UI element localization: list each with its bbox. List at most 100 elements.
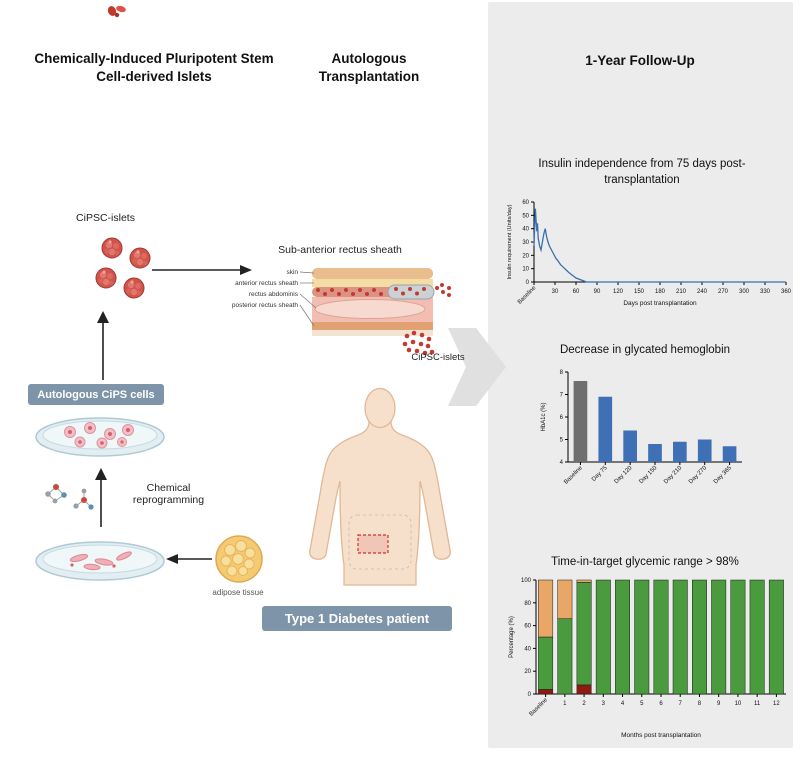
arrow-up-icon [95, 468, 107, 527]
cipsc-islets-label-left: CiPSC-islets [76, 212, 135, 224]
svg-text:50: 50 [522, 213, 529, 219]
in-target-segment [576, 582, 592, 686]
svg-text:8: 8 [560, 370, 564, 376]
posterior-sheath-label: posterior rectus sheath [232, 302, 299, 309]
svg-text:7: 7 [560, 393, 564, 399]
in-target-segment [595, 579, 611, 695]
svg-text:2: 2 [582, 701, 586, 707]
svg-text:20: 20 [524, 669, 531, 675]
svg-text:60: 60 [524, 624, 531, 630]
tir-chart-heading: Time-in-target glycemic range > 98% [551, 556, 739, 568]
svg-text:90: 90 [594, 289, 601, 295]
cips-cells [64, 422, 134, 449]
type-1-diabetes-patient-badge: Type 1 Diabetes patient [262, 606, 452, 631]
patient-torso-illustration [309, 387, 451, 586]
svg-text:4: 4 [560, 460, 564, 466]
in-target-segment [768, 579, 784, 695]
sub-anterior-rectus-sheath-label: Sub-anterior rectus sheath [278, 244, 402, 256]
svg-text:300: 300 [739, 289, 750, 295]
svg-text:40: 40 [524, 646, 531, 652]
svg-text:40: 40 [522, 227, 529, 233]
svg-text:210: 210 [676, 289, 687, 295]
svg-text:0: 0 [528, 692, 532, 698]
adipose-tissue-illustration [215, 535, 263, 583]
svg-text:270: 270 [718, 289, 729, 295]
cipsc-islets-label-middle: CiPSC-islets [411, 352, 465, 363]
injector-tube [387, 284, 435, 300]
svg-text:12: 12 [773, 701, 780, 707]
hba1c-bar [697, 439, 712, 462]
svg-text:5: 5 [640, 701, 644, 707]
left-column-title: Chemically-Induced Pluripotent Stem Cell… [34, 51, 274, 85]
svg-text:10: 10 [522, 267, 529, 273]
graft-islet-dots [316, 288, 383, 296]
below-target-segment [576, 684, 592, 695]
in-target-segment [672, 579, 688, 695]
svg-text:100: 100 [521, 578, 532, 584]
in-target-segment [653, 579, 669, 695]
adipose-tissue-label: adipose tissue [212, 588, 264, 597]
in-target-segment [538, 636, 554, 690]
svg-text:3: 3 [602, 701, 606, 707]
skin-layer [312, 268, 433, 279]
hba1c-bar [598, 396, 613, 462]
svg-text:1: 1 [563, 701, 567, 707]
svg-text:Day 120: Day 120 [614, 465, 635, 486]
svg-text:7: 7 [679, 701, 683, 707]
svg-text:Day 210: Day 210 [663, 465, 684, 486]
hba1c-bar [722, 446, 737, 462]
in-target-segment [634, 579, 650, 695]
fibroblast-cells [69, 551, 132, 571]
above-target-segment [557, 579, 573, 620]
hba1c-bar [623, 430, 637, 462]
fibroblast-dish-illustration [35, 541, 165, 581]
in-target-segment [711, 579, 727, 695]
below-target-segment [538, 689, 554, 695]
above-target-segment [538, 579, 554, 638]
in-target-segment [692, 579, 707, 695]
svg-text:Day 75: Day 75 [591, 465, 609, 483]
arrow-up-icon [97, 311, 109, 380]
svg-text:360: 360 [781, 289, 792, 295]
cipsc-islets-dots [402, 330, 435, 356]
right-column-title: 1-Year Follow-Up [585, 53, 695, 68]
hba1c-bar [573, 381, 588, 462]
transplant-site-marker [357, 534, 389, 554]
svg-text:6: 6 [659, 701, 663, 707]
skin-label: skin [286, 269, 298, 276]
in-target-segment [557, 618, 573, 695]
svg-text:Baseline: Baseline [563, 465, 584, 486]
arrow-left-icon [166, 554, 212, 564]
deep-layer [312, 330, 433, 336]
in-target-segment [749, 579, 765, 695]
arrow-right-icon [152, 265, 252, 275]
tube-islet-dots [394, 283, 451, 297]
svg-text:150: 150 [634, 289, 645, 295]
anterior-sheath-label: anterior rectus sheath [235, 280, 298, 287]
posterior-sheath-layer [312, 322, 433, 330]
svg-text:5: 5 [560, 438, 564, 444]
hba1c-bar [673, 441, 687, 462]
head [364, 387, 396, 429]
svg-text:Baseline: Baseline [517, 285, 538, 306]
small-molecules-icon [45, 484, 94, 510]
hba1c-bar [648, 444, 662, 462]
svg-text:Percentage (%): Percentage (%) [509, 616, 515, 658]
abdomen-dashed-region [348, 514, 412, 570]
svg-text:0: 0 [526, 280, 530, 286]
torso-body [309, 420, 451, 586]
svg-text:330: 330 [760, 289, 771, 295]
svg-text:80: 80 [524, 601, 531, 607]
red-corner-mark [107, 5, 126, 18]
svg-text:Insulin requirement (Units/day: Insulin requirement (Units/day) [507, 204, 513, 279]
cips-cells-dish-illustration [35, 417, 165, 457]
svg-text:9: 9 [717, 701, 721, 707]
svg-text:180: 180 [655, 289, 666, 295]
svg-text:60: 60 [573, 289, 580, 295]
